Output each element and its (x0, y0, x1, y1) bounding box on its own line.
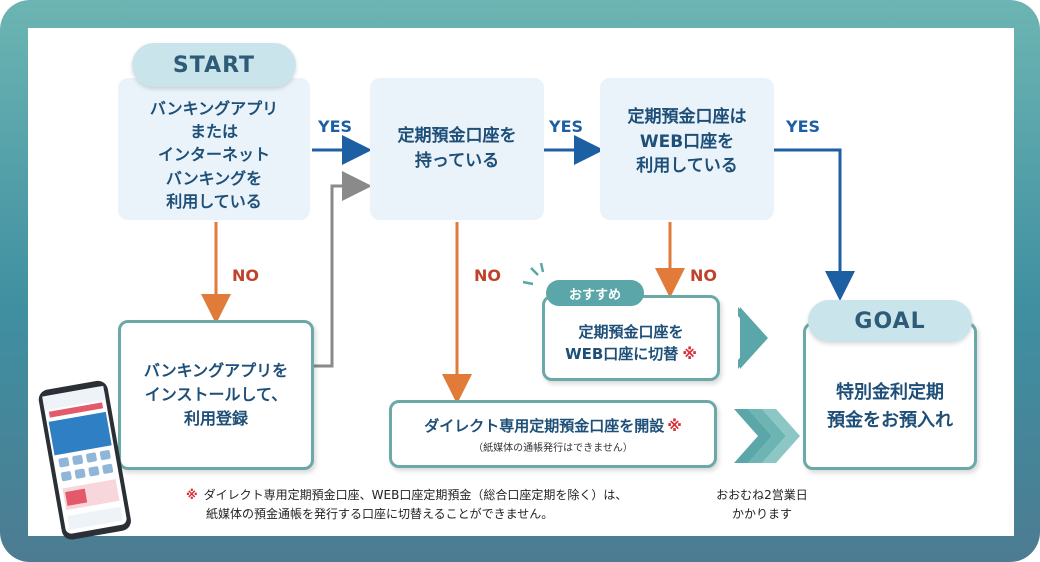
sparkle-icon (530, 267, 539, 276)
box-teiki-line-1: 定期預金口座を (397, 126, 517, 147)
box-app-line-3: インターネット (157, 145, 270, 165)
chevron-triple-icon (734, 409, 772, 463)
footnote: ※ ダイレクト専用定期預金口座、WEB口座定期預金（総合口座定期を除く）は、 紙媒… (186, 486, 686, 524)
box-app-line-5: 利用している (166, 191, 262, 211)
yes-label-1: YES (318, 117, 353, 136)
box-direct-sub: （紙媒体の通帳発行はできません） (473, 442, 633, 454)
box-banking-app: バンキングアプリ または インターネット バンキングを 利用している (118, 78, 310, 220)
box-teiki-line-2: 持っている (414, 151, 500, 171)
start-pill: START (132, 43, 296, 87)
box-switch-to-web: 定期預金口座を WEB口座に切替※ (542, 295, 720, 381)
chevron-right-icon (740, 307, 768, 369)
chevron-triple-icon (762, 409, 800, 463)
box-install-line-1: バンキングアプリを (143, 361, 289, 380)
box-has-teiki: 定期預金口座を 持っている (370, 78, 544, 220)
box-goal-line-2: 預金をお預入れ (827, 410, 953, 431)
install-connector-arrow (314, 171, 372, 368)
box-web-line-3: 利用している (636, 156, 738, 177)
yes-arrow-3 (774, 148, 855, 301)
box-install-line-2: インストールして、 (144, 385, 288, 404)
box-web-line-1: 定期預金口座は (627, 107, 747, 128)
box-goal-line-1: 特別金利定期 (836, 382, 944, 404)
direct-note-mark: ※ (667, 416, 682, 435)
footnote-line-1: ※ ダイレクト専用定期預金口座、WEB口座定期預金（総合口座定期を除く）は、 (186, 486, 686, 505)
footnote-mark: ※ (186, 488, 198, 502)
switch-note-mark: ※ (682, 345, 697, 363)
box-web-line-2: WEB口座を (639, 131, 735, 152)
goal-pill: GOAL (808, 300, 972, 342)
no-label-3: NO (690, 266, 717, 285)
start-label: START (172, 52, 256, 78)
no-label-2: NO (474, 266, 501, 285)
box-direct-main-text: ダイレクト専用定期預金口座を開設 (424, 416, 665, 435)
box-install-line-3: 利用登録 (183, 409, 248, 428)
sparkle-icon (522, 280, 534, 286)
yes-label-3: YES (786, 117, 821, 136)
box-open-direct: ダイレクト専用定期預金口座を開設※ （紙媒体の通帳発行はできません） (389, 400, 717, 468)
box-switch-line-1: 定期預金口座を (578, 322, 684, 341)
footnote-text-1: ダイレクト専用定期預金口座、WEB口座定期預金（総合口座定期を除く）は、 (203, 488, 628, 502)
box-goal: 特別金利定期 預金をお預入れ (803, 322, 977, 470)
goal-label: GOAL (854, 308, 926, 334)
chevron-triple-icon (748, 409, 786, 463)
box-switch-line-2: WEB口座に切替※ (565, 343, 697, 366)
duration-line-1: おおむね2営業日 (716, 488, 808, 502)
box-direct-main: ダイレクト専用定期預金口座を開設※ (424, 415, 682, 436)
box-install-app: バンキングアプリを インストールして、 利用登録 (118, 320, 314, 470)
smartphone-app-icon (38, 380, 131, 540)
sparkle-icon (539, 262, 545, 273)
yes-label-2: YES (549, 117, 584, 136)
recommend-badge: おすすめ (546, 280, 644, 306)
box-app-line-4: バンキングを (165, 168, 263, 188)
box-switch-line-2-text: WEB口座に切替 (565, 345, 679, 363)
box-web-account: 定期預金口座は WEB口座を 利用している (600, 78, 774, 220)
no-label-1: NO (232, 266, 259, 285)
duration-note: おおむね2営業日 かかります (707, 486, 817, 524)
box-app-line-1: バンキングアプリ (149, 99, 279, 119)
box-app-line-2: または (189, 122, 238, 142)
footnote-line-2: 紙媒体の預金通帳を発行する口座に切替えることができません。 (206, 507, 554, 522)
duration-line-2: かかります (731, 507, 792, 522)
